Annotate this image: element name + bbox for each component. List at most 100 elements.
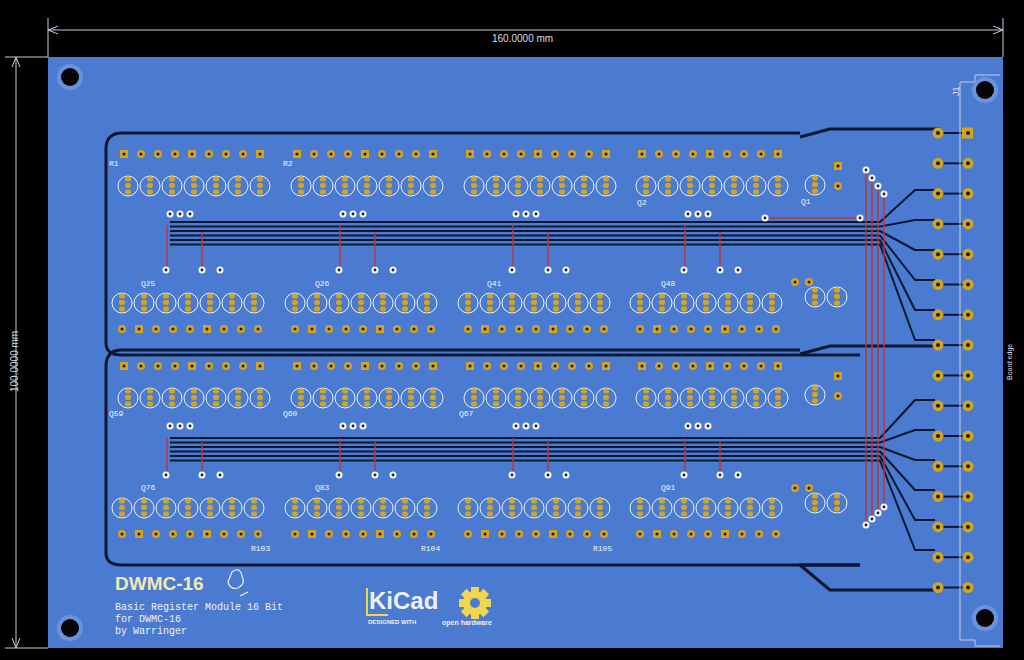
pad: [342, 402, 348, 407]
pad: [222, 150, 230, 158]
pad: [171, 150, 179, 158]
pad: [410, 325, 418, 333]
pad: [812, 182, 818, 187]
transistor-outline: [530, 388, 550, 408]
drill: [330, 153, 333, 156]
drill: [936, 525, 940, 529]
pad: [251, 300, 257, 305]
pad: [681, 294, 687, 299]
pad: [537, 402, 543, 407]
pad: [575, 499, 581, 504]
pad: [235, 395, 241, 400]
pad: [600, 530, 608, 538]
drill: [535, 328, 538, 331]
pad: [141, 499, 147, 504]
pad: [747, 307, 753, 312]
pad: [314, 307, 320, 312]
drill: [547, 269, 550, 272]
connector-pad: [933, 582, 944, 593]
drill: [603, 328, 606, 331]
pad: [687, 395, 693, 400]
hole-ring: [972, 605, 998, 631]
drill: [396, 533, 399, 536]
pad: [834, 392, 842, 400]
pad: [481, 325, 489, 333]
drill: [966, 434, 970, 438]
via: [863, 167, 870, 174]
pad: [812, 294, 818, 299]
pad: [636, 325, 644, 333]
pad: [292, 300, 298, 305]
pad: [118, 530, 126, 538]
pad: [812, 500, 818, 505]
pad: [581, 402, 587, 407]
pad: [152, 530, 160, 538]
pad: [327, 362, 335, 370]
pad: [551, 362, 559, 370]
transistor-outline: [502, 498, 522, 518]
connector-pad: [963, 431, 974, 442]
transistor-outline: [351, 498, 371, 518]
pad: [424, 499, 430, 504]
pad: [703, 300, 709, 305]
drill: [758, 328, 761, 331]
via: [340, 211, 347, 218]
drill: [374, 474, 377, 477]
pad: [597, 300, 603, 305]
pad: [191, 183, 197, 188]
component-ref: R104: [420, 545, 441, 554]
drill: [503, 365, 506, 368]
pad: [681, 307, 687, 312]
pad: [637, 512, 643, 517]
drill: [311, 328, 314, 331]
pad: [213, 389, 219, 394]
via: [336, 472, 343, 479]
drill: [165, 269, 168, 272]
pad: [637, 300, 643, 305]
pad: [163, 505, 169, 510]
pad: [471, 177, 477, 182]
drill: [189, 425, 192, 428]
pad: [643, 395, 649, 400]
pad: [812, 494, 818, 499]
pad: [336, 294, 342, 299]
pad: [603, 389, 609, 394]
drill: [936, 192, 940, 196]
pad: [358, 499, 364, 504]
pad: [725, 505, 731, 510]
pad: [498, 325, 506, 333]
pad: [229, 512, 235, 517]
drill: [641, 365, 644, 368]
pad: [169, 183, 175, 188]
pad: [549, 325, 557, 333]
pad: [681, 300, 687, 305]
transistor-outline: [702, 176, 722, 196]
pad: [687, 190, 693, 195]
drill: [515, 213, 518, 216]
pad: [509, 294, 515, 299]
pad: [191, 389, 197, 394]
pad: [812, 301, 818, 306]
pad: [465, 499, 471, 504]
drill: [966, 525, 970, 529]
via: [513, 423, 520, 430]
drill: [362, 328, 365, 331]
pad: [408, 395, 414, 400]
bus-trace: [170, 452, 935, 491]
pad: [169, 389, 175, 394]
pad: [342, 183, 348, 188]
drill: [966, 495, 970, 499]
pad: [412, 150, 420, 158]
pad: [430, 389, 436, 394]
bus-trace: [170, 456, 935, 520]
pad: [235, 389, 241, 394]
drill: [737, 269, 740, 272]
drill: [352, 213, 355, 216]
pad: [222, 362, 230, 370]
drill: [535, 213, 538, 216]
pad: [412, 362, 420, 370]
back-wire: [374, 232, 375, 268]
pad: [568, 150, 576, 158]
pad: [655, 362, 663, 370]
pad: [185, 307, 191, 312]
